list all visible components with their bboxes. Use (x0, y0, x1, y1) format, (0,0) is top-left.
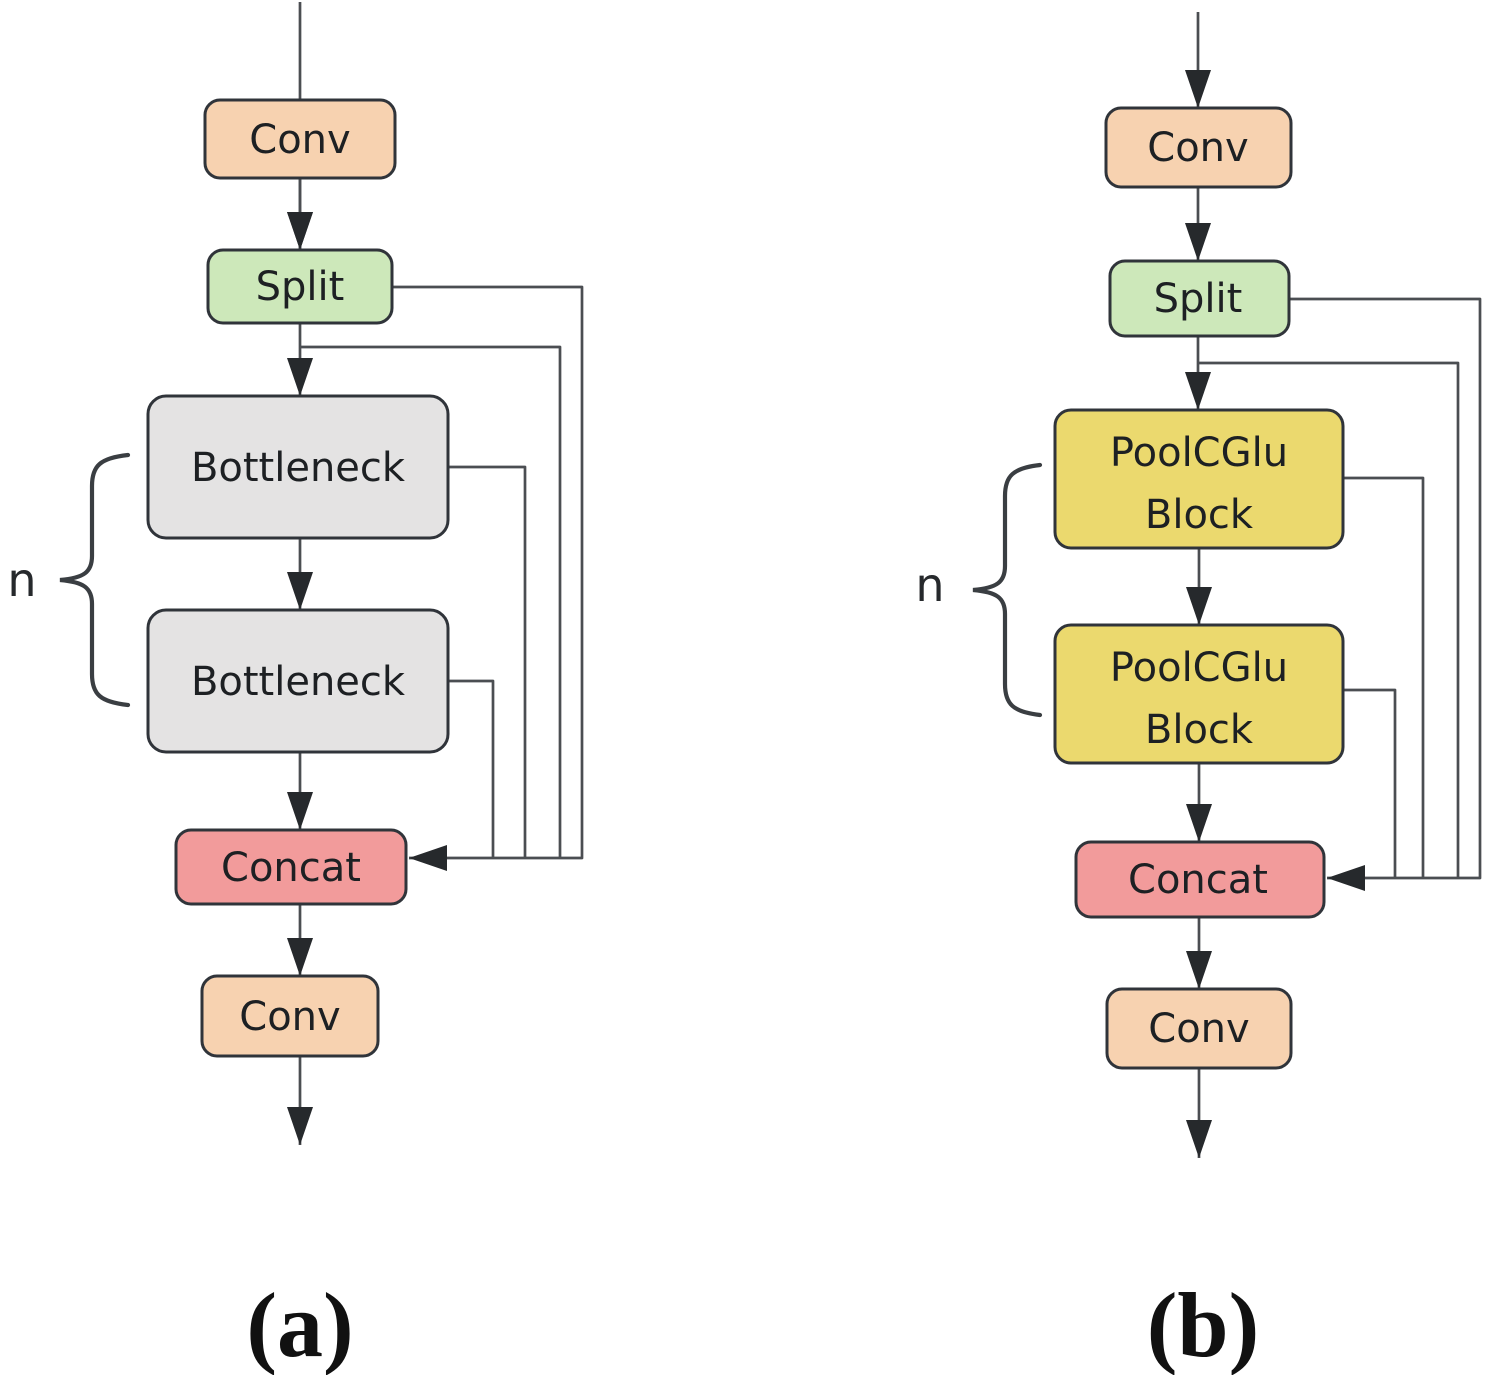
split-label-b: Split (1154, 276, 1243, 322)
pool-block-2-label-line2-b: Block (1145, 707, 1254, 753)
skip-split-side-a (392, 285, 584, 871)
conv-bottom-node-a (200, 974, 380, 1058)
repeat-count-label-a: n (7, 553, 36, 607)
pool-block-2-node-b (1053, 623, 1345, 765)
skip-block1-b (1343, 476, 1425, 878)
bottleneck-2-node-a (146, 608, 450, 754)
conv-bottom-label-a: Conv (239, 994, 340, 1040)
split-node-a (206, 248, 394, 325)
skip-bottleneck1-a (448, 465, 527, 858)
pool-block-2-label-line1-b: PoolCGlu (1110, 645, 1288, 691)
pool-block-1-label-line1-b: PoolCGlu (1110, 430, 1288, 476)
bottleneck-1-label-a: Bottleneck (191, 445, 406, 491)
skip-below-split-a (300, 345, 562, 858)
repeat-brace-a (59, 452, 131, 708)
conv-top-label-b: Conv (1147, 125, 1248, 171)
conv-top-node-b (1104, 106, 1293, 189)
split-label-a: Split (256, 264, 345, 310)
conv-top-node-a (203, 98, 397, 180)
pool-block-1-label-line2-b: Block (1145, 492, 1254, 538)
conv-top-label-a: Conv (249, 117, 350, 163)
caption-b: (b) (1147, 1274, 1259, 1375)
bottleneck-2-label-a: Bottleneck (191, 659, 406, 705)
concat-label-b: Concat (1128, 857, 1268, 903)
concat-node-a (174, 828, 408, 906)
pool-block-1-node-b (1053, 408, 1345, 550)
skip-below-split-b (1198, 361, 1460, 878)
conv-bottom-node-b (1105, 987, 1293, 1070)
caption-a: (a) (246, 1274, 353, 1375)
skip-split-side-b (1289, 297, 1482, 891)
split-node-b (1108, 259, 1291, 338)
repeat-count-label-b: n (915, 558, 944, 612)
diagram-a: Conv Split Bottleneck Bottleneck Concat … (7, 2, 584, 1375)
repeat-brace-b (972, 462, 1043, 718)
concat-label-a: Concat (221, 845, 361, 891)
bottleneck-1-node-a (146, 394, 450, 540)
conv-bottom-label-b: Conv (1148, 1006, 1249, 1052)
diagram-b: Conv Split PoolCGlu Block PoolCGlu Block… (915, 12, 1482, 1375)
concat-node-b (1074, 840, 1326, 919)
skip-block2-b (1343, 688, 1397, 878)
skip-bottleneck2-a (448, 679, 495, 858)
